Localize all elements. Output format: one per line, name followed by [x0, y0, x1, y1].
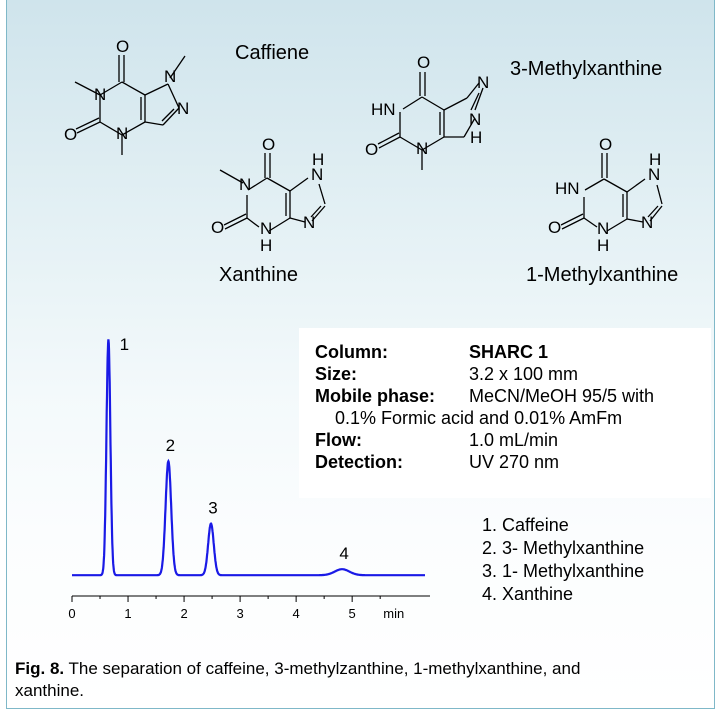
svg-text:N: N: [164, 67, 176, 86]
svg-text:O: O: [365, 140, 378, 159]
method-table: Column: SHARC 1 Size: 3.2 x 100 mm Mobil…: [315, 341, 654, 473]
peak-list-item: 3. 1- Methylxanthine: [482, 561, 645, 581]
caffeine-structure: [74, 55, 186, 155]
svg-text:N: N: [648, 165, 660, 184]
1-methylxanthine-structure: [560, 153, 663, 232]
svg-text:N: N: [469, 110, 481, 129]
svg-text:O: O: [116, 37, 129, 56]
method-info-box: Column: SHARC 1 Size: 3.2 x 100 mm Mobil…: [299, 328, 711, 498]
figure-caption: Fig. 8. The separation of caffeine, 3-me…: [15, 658, 615, 702]
svg-text:O: O: [548, 218, 561, 237]
svg-text:H: H: [597, 236, 609, 255]
detection-value: UV 270 nm: [469, 452, 560, 472]
x-tick-label: 5: [349, 606, 356, 621]
svg-text:H: H: [312, 150, 324, 169]
svg-text:N: N: [311, 165, 323, 184]
svg-text:N: N: [597, 219, 609, 238]
flow-value: 1.0 mL/min: [469, 430, 559, 450]
caption-label: Fig. 8.: [15, 659, 65, 678]
svg-text:HN: HN: [371, 100, 396, 119]
svg-text:N: N: [260, 219, 272, 238]
compound-name-3-methylxanthine: 3-Methylxanthine: [510, 58, 663, 80]
xanthine-structure: [219, 153, 326, 232]
size-value: 3.2 x 100 mm: [469, 364, 579, 384]
svg-text:N: N: [239, 175, 251, 194]
compound-name-caffiene: Caffiene: [235, 42, 310, 64]
peak-list-item: 4. Xanthine: [482, 584, 574, 604]
figure-panel: O N O N N N O HN O N N N H O N O N H N H…: [6, 0, 715, 709]
x-tick-label: 3: [236, 606, 243, 621]
svg-text:H: H: [260, 236, 272, 255]
mobile-phase-value-2: 0.1% Formic acid and 0.01% AmFm: [335, 408, 623, 428]
x-axis-unit-label: min: [383, 606, 404, 621]
svg-text:O: O: [417, 53, 430, 72]
svg-text:N: N: [303, 213, 315, 232]
svg-text:N: N: [477, 73, 489, 92]
peak-label-1: 1: [120, 335, 129, 354]
flow-label: Flow:: [315, 430, 362, 450]
size-label: Size:: [315, 364, 358, 384]
svg-text:H: H: [649, 150, 661, 169]
compound-name-1-methylxanthine: 1-Methylxanthine: [526, 264, 679, 286]
svg-text:H: H: [470, 128, 482, 147]
peak-label-3: 3: [208, 499, 217, 518]
peak-list-item: 2. 3- Methylxanthine: [482, 538, 645, 558]
svg-text:O: O: [599, 135, 612, 154]
mobile-phase-label: Mobile phase:: [315, 386, 436, 406]
svg-text:O: O: [262, 135, 275, 154]
detection-label: Detection:: [315, 452, 404, 472]
peak-list-item: 1. Caffeine: [482, 515, 569, 535]
mobile-phase-value: MeCN/MeOH 95/5 with: [469, 386, 655, 406]
x-tick-label: 4: [293, 606, 300, 621]
caption-text: The separation of caffeine, 3-methylzant…: [15, 659, 581, 700]
svg-text:O: O: [64, 125, 77, 144]
compound-name-xanthine: Xanthine: [219, 264, 298, 286]
peak-list: 1. Caffeine 2. 3- Methylxanthine 3. 1- M…: [482, 514, 644, 606]
x-tick-label: 2: [180, 606, 187, 621]
svg-text:N: N: [94, 85, 106, 104]
svg-text:HN: HN: [555, 179, 580, 198]
svg-text:N: N: [116, 124, 128, 143]
3-methylxanthine-structure: [377, 72, 484, 170]
column-value: SHARC 1: [469, 342, 549, 362]
peak-label-4: 4: [339, 544, 348, 563]
svg-text:N: N: [177, 99, 189, 118]
peak-label-2: 2: [166, 436, 175, 455]
chromatogram-chart: 0 1 2 3 4 5 min 1 2 3 4: [68, 335, 430, 621]
chemical-structures: O N O N N N O HN O N N N H O N O N H N H…: [64, 37, 663, 255]
column-label: Column:: [315, 342, 388, 362]
svg-text:N: N: [416, 139, 428, 158]
x-tick-label: 0: [68, 606, 75, 621]
svg-text:O: O: [211, 218, 224, 237]
x-tick-label: 1: [124, 606, 131, 621]
svg-text:N: N: [641, 213, 653, 232]
chromatogram-trace: [72, 339, 425, 577]
